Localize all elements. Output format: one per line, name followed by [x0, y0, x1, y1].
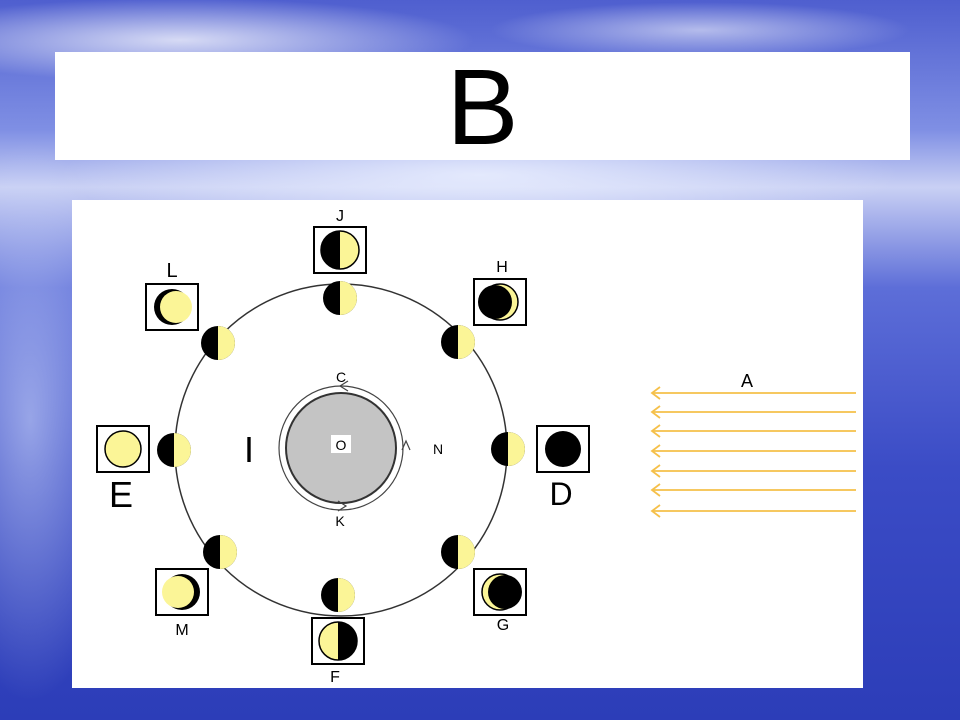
label-h: H: [496, 259, 508, 276]
orbit-moon-lower-left: [203, 535, 237, 569]
label-j: J: [336, 208, 344, 225]
orbit-moon-bottom: [321, 578, 355, 612]
label-e: E: [109, 474, 133, 515]
phase-box-h: [473, 278, 527, 326]
phase-box-e: [96, 425, 150, 473]
label-m: M: [175, 622, 188, 639]
phase-box-g: [473, 568, 527, 616]
label-f: F: [330, 669, 340, 686]
sun-ray: [650, 386, 856, 400]
rotation-arrows: [337, 380, 411, 512]
label-a: A: [741, 371, 753, 391]
orbit-moon-upper-left: [201, 326, 235, 360]
orbit-moon-left: [157, 433, 191, 467]
sun-ray: [650, 405, 856, 419]
moon-phase-diagram: O C K N I: [72, 200, 863, 688]
phase-box-l: [145, 283, 199, 331]
sun-ray: [650, 424, 856, 438]
orbit-moon-right: [491, 432, 525, 466]
phase-box-j: [313, 226, 367, 274]
orbit-moon-top: [323, 281, 357, 315]
title-banner: B: [55, 46, 910, 167]
sun-ray: [650, 444, 856, 458]
sunlight-arrows: [650, 386, 856, 518]
slide-title: B: [446, 46, 519, 167]
center-label: O: [336, 437, 347, 453]
phase-box-f: [311, 617, 365, 665]
label-k: K: [335, 513, 345, 529]
label-i: I: [244, 429, 254, 470]
sun-ray: [650, 483, 856, 497]
label-n: N: [433, 441, 443, 457]
phase-box-d: [536, 425, 590, 473]
orbit-moon-lower-right: [441, 535, 475, 569]
phase-box-m: [155, 568, 209, 616]
sun-ray: [650, 464, 856, 478]
label-d: D: [549, 476, 572, 512]
label-c: C: [336, 369, 346, 385]
label-g: G: [497, 617, 509, 634]
orbit-moon-upper-right: [441, 325, 475, 359]
label-l: L: [166, 260, 177, 282]
sun-ray: [650, 504, 856, 518]
